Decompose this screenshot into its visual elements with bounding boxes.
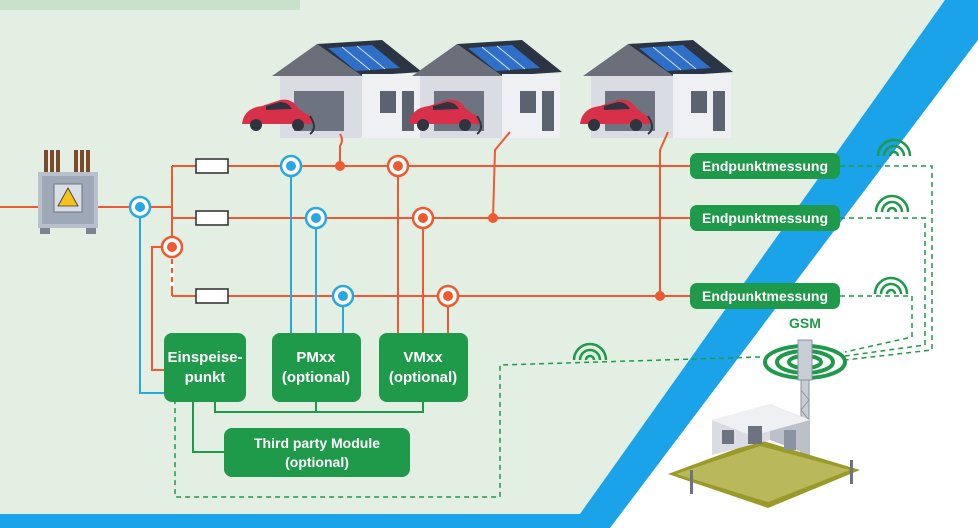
electric-car-icon — [580, 99, 653, 135]
electric-car-icon — [409, 99, 482, 135]
blue-sensor — [279, 154, 303, 178]
pmxx-line-1: PMxx — [296, 349, 336, 366]
vmxx-box: VMxx (optional) — [379, 333, 468, 402]
third-party-line-1: Third party Module — [254, 435, 380, 451]
vmxx-line-2: (optional) — [389, 369, 457, 386]
wireless-signal-icon — [874, 194, 910, 213]
fuse-icon — [195, 158, 229, 174]
blue-sensor — [128, 195, 152, 219]
einspeisepunkt-line-1: Einspeise- — [167, 349, 242, 366]
fuse-icon — [195, 210, 229, 226]
blue-sensor — [331, 284, 355, 308]
substation-building-icon — [668, 404, 860, 508]
wireless-signal-icon — [572, 342, 608, 361]
wireless-signal-icon — [873, 276, 909, 295]
einspeisepunkt-box: Einspeise- punkt — [164, 333, 246, 402]
endpoint-label-3: Endpunktmessung — [702, 288, 828, 304]
blue-stripe-bottom — [0, 514, 590, 528]
endpoint-box-3: Endpunktmessung — [690, 283, 840, 309]
measurement-lines — [139, 173, 344, 394]
red-sensor — [160, 235, 184, 259]
endpoint-box-1: Endpunktmessung — [690, 153, 840, 179]
pmxx-line-2: (optional) — [282, 369, 350, 386]
house-feed-1 — [339, 133, 343, 166]
gsm-label: GSM — [789, 315, 821, 331]
junction-dot — [488, 213, 498, 223]
module-bus — [192, 402, 424, 453]
vmxx-line-1: VMxx — [403, 349, 443, 366]
fuse-icon — [195, 288, 229, 304]
einspeisepunkt-line-2: punkt — [185, 369, 226, 386]
house-solar-icon — [272, 40, 422, 138]
electric-car-icon — [242, 99, 315, 135]
endpoint-label-1: Endpunktmessung — [702, 158, 828, 174]
third-party-box: Third party Module (optional) — [224, 428, 410, 477]
endpoint-box-2: Endpunktmessung — [690, 205, 840, 231]
blue-sensor — [304, 206, 328, 230]
pmxx-box: PMxx (optional) — [272, 333, 361, 402]
red-sensor — [411, 206, 435, 230]
endpoint-label-2: Endpunktmessung — [702, 210, 828, 226]
junction-dot — [655, 291, 665, 301]
house-feed-3 — [659, 131, 669, 296]
blue-stripe — [570, 0, 978, 528]
house-feed-2 — [492, 131, 511, 219]
red-sensor — [386, 154, 410, 178]
red-sensor — [436, 284, 460, 308]
junction-dot — [335, 161, 345, 171]
third-party-line-2: (optional) — [285, 454, 349, 470]
transformer-icon — [38, 150, 98, 234]
wireless-signal-icon — [876, 138, 912, 157]
comm-lines — [174, 165, 933, 498]
top-band — [0, 0, 300, 10]
